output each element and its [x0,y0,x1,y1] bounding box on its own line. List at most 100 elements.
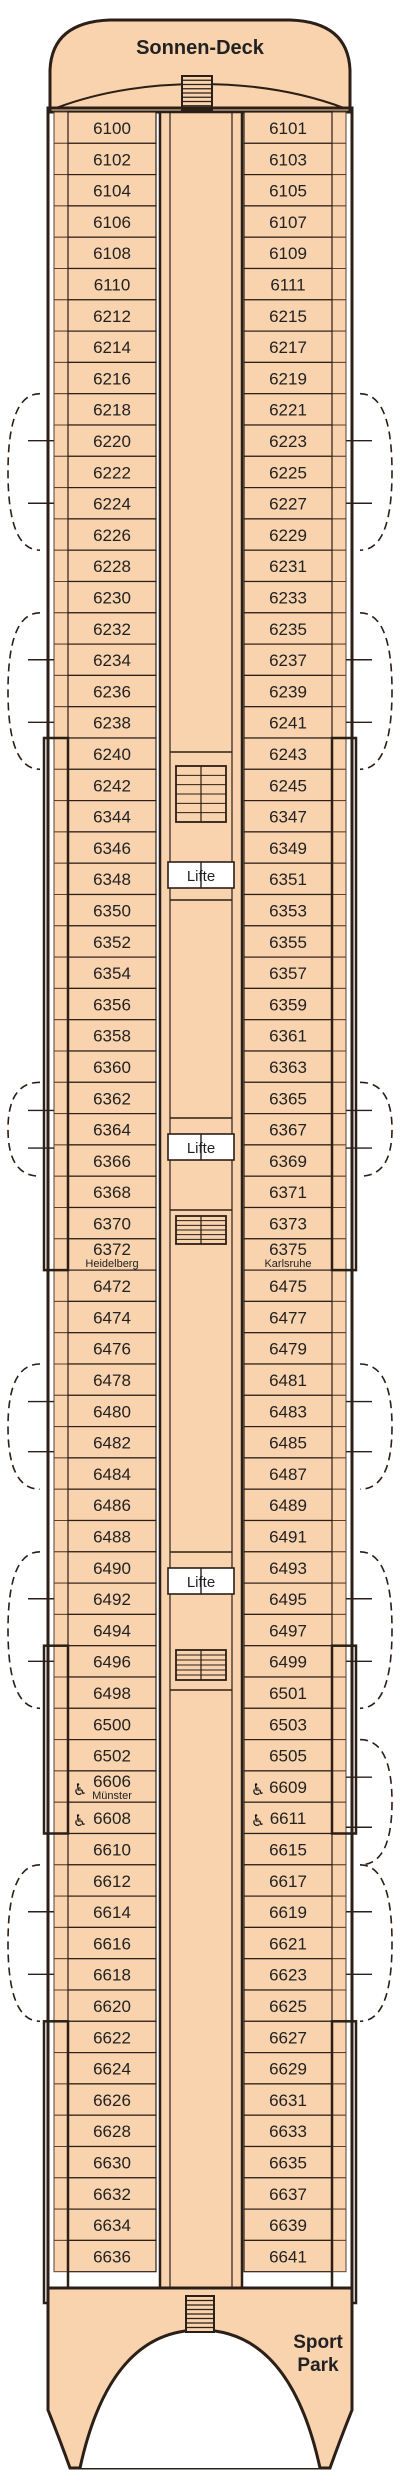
cabin-6219[interactable]: 6219 [243,361,347,395]
cabin-6616[interactable]: 6616 [53,1926,157,1960]
cabin-6220[interactable]: 6220 [53,424,157,457]
cabin-6356[interactable]: 6356 [53,987,157,1021]
cabin-6347[interactable]: 6347 [243,799,347,833]
cabin-6239[interactable]: 6239 [243,674,347,708]
cabin-6223[interactable]: 6223 [243,424,347,457]
cabin-6346[interactable]: 6346 [53,831,157,864]
cabin-6366[interactable]: 6366 [53,1144,157,1177]
cabin-6216[interactable]: 6216 [53,361,157,395]
cabin-6241[interactable]: 6241 [243,706,347,739]
cabin-6108[interactable]: 6108 [53,236,157,270]
cabin-6230[interactable]: 6230 [53,580,157,614]
cabin-6483[interactable]: 6483 [243,1394,347,1428]
cabin-6359[interactable]: 6359 [243,987,347,1021]
cabin-6233[interactable]: 6233 [243,580,347,614]
cabin-6486[interactable]: 6486 [53,1488,157,1522]
cabin-6608[interactable]: 6608♿ [53,1801,157,1835]
cabin-6240[interactable]: 6240 [53,737,157,770]
cabin-6214[interactable]: 6214 [53,330,157,364]
cabin-6479[interactable]: 6479 [243,1332,347,1365]
cabin-6353[interactable]: 6353 [243,893,347,927]
cabin-6478[interactable]: 6478 [53,1363,157,1396]
cabin-6633[interactable]: 6633 [243,2114,347,2148]
cabin-6499[interactable]: 6499 [243,1645,347,1678]
cabin-6480[interactable]: 6480 [53,1394,157,1428]
cabin-6107[interactable]: 6107 [243,205,347,238]
cabin-6498[interactable]: 6498 [53,1676,157,1709]
cabin-6348[interactable]: 6348 [53,862,157,896]
cabin-6494[interactable]: 6494 [53,1613,157,1647]
cabin-6622[interactable]: 6622 [53,2020,157,2054]
cabin-6226[interactable]: 6226 [53,518,157,551]
cabin-6472[interactable]: 6472 [53,1269,157,1302]
cabin-6614[interactable]: 6614 [53,1895,157,1928]
cabin-6371[interactable]: 6371 [243,1175,347,1209]
cabin-6500[interactable]: 6500 [53,1707,157,1741]
cabin-6234[interactable]: 6234 [53,643,157,676]
cabin-6352[interactable]: 6352 [53,925,157,958]
cabin-6612[interactable]: 6612 [53,1864,157,1897]
cabin-6242[interactable]: 6242 [53,768,157,802]
cabin-6636[interactable]: 6636 [53,2239,157,2273]
cabin-6363[interactable]: 6363 [243,1050,347,1083]
cabin-6217[interactable]: 6217 [243,330,347,364]
cabin-6231[interactable]: 6231 [243,549,347,583]
cabin-6103[interactable]: 6103 [243,142,347,176]
cabin-6369[interactable]: 6369 [243,1144,347,1177]
cabin-6503[interactable]: 6503 [243,1707,347,1741]
cabin-6225[interactable]: 6225 [243,455,347,489]
cabin-6104[interactable]: 6104 [53,174,157,207]
cabin-6489[interactable]: 6489 [243,1488,347,1522]
cabin-6618[interactable]: 6618 [53,1958,157,1991]
cabin-6358[interactable]: 6358 [53,1019,157,1052]
cabin-6344[interactable]: 6344 [53,799,157,833]
cabin-6619[interactable]: 6619 [243,1895,347,1928]
cabin-6623[interactable]: 6623 [243,1958,347,1991]
cabin-6501[interactable]: 6501 [243,1676,347,1709]
cabin-6222[interactable]: 6222 [53,455,157,489]
cabin-6212[interactable]: 6212 [53,299,157,332]
cabin-6626[interactable]: 6626 [53,2083,157,2116]
cabin-6228[interactable]: 6228 [53,549,157,583]
cabin-6100[interactable]: 6100 [53,111,157,144]
cabin-6628[interactable]: 6628 [53,2114,157,2148]
cabin-6627[interactable]: 6627 [243,2020,347,2054]
cabin-6491[interactable]: 6491 [243,1519,347,1553]
cabin-6360[interactable]: 6360 [53,1050,157,1083]
cabin-6364[interactable]: 6364 [53,1112,157,1146]
cabin-6362[interactable]: 6362 [53,1081,157,1115]
cabin-6481[interactable]: 6481 [243,1363,347,1396]
cabin-6102[interactable]: 6102 [53,142,157,176]
cabin-6477[interactable]: 6477 [243,1300,347,1334]
cabin-6637[interactable]: 6637 [243,2177,347,2210]
cabin-6625[interactable]: 6625 [243,1989,347,2022]
cabin-6109[interactable]: 6109 [243,236,347,270]
cabin-6229[interactable]: 6229 [243,518,347,551]
cabin-6110[interactable]: 6110 [53,267,157,301]
cabin-6236[interactable]: 6236 [53,674,157,708]
cabin-6617[interactable]: 6617 [243,1864,347,1897]
cabin-6621[interactable]: 6621 [243,1926,347,1960]
cabin-6634[interactable]: 6634 [53,2208,157,2242]
cabin-6232[interactable]: 6232 [53,612,157,645]
cabin-6488[interactable]: 6488 [53,1519,157,1553]
cabin-6105[interactable]: 6105 [243,174,347,207]
cabin-6224[interactable]: 6224 [53,487,157,520]
cabin-6493[interactable]: 6493 [243,1551,347,1584]
cabin-6370[interactable]: 6370 [53,1206,157,1240]
cabin-6490[interactable]: 6490 [53,1551,157,1584]
cabin-6101[interactable]: 6101 [243,111,347,144]
cabin-6639[interactable]: 6639 [243,2208,347,2242]
cabin-6365[interactable]: 6365 [243,1081,347,1115]
cabin-6492[interactable]: 6492 [53,1582,157,1615]
cabin-6349[interactable]: 6349 [243,831,347,864]
cabin-6635[interactable]: 6635 [243,2145,347,2179]
cabin-6350[interactable]: 6350 [53,893,157,927]
cabin-6632[interactable]: 6632 [53,2177,157,2210]
cabin-6476[interactable]: 6476 [53,1332,157,1365]
cabin-6624[interactable]: 6624 [53,2052,157,2085]
cabin-6351[interactable]: 6351 [243,862,347,896]
cabin-6357[interactable]: 6357 [243,956,347,989]
